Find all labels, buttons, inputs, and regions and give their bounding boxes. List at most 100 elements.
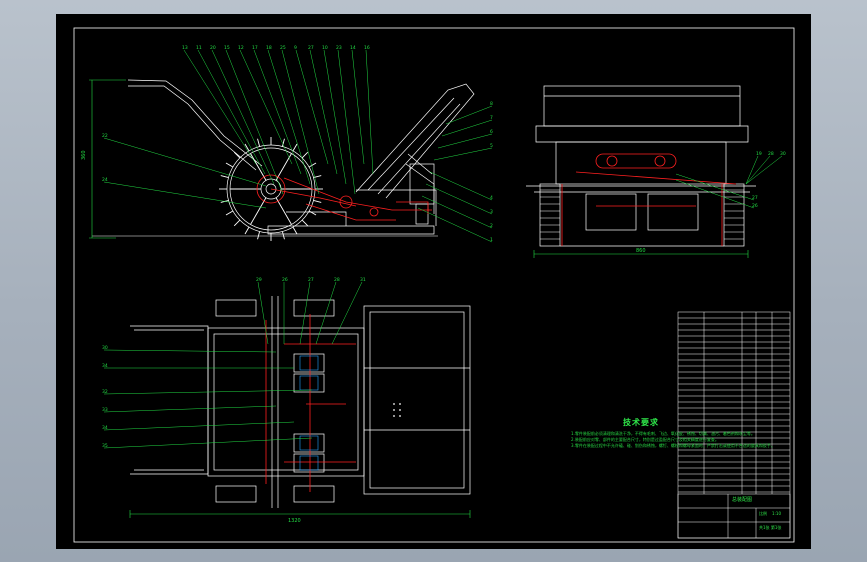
leader-line	[429, 171, 493, 201]
leader-line	[183, 49, 257, 165]
part-balloon: 7	[490, 115, 493, 121]
wheel-spoke	[275, 197, 292, 225]
leader-line	[103, 437, 313, 449]
part-balloon: 15	[224, 45, 230, 51]
part-balloon: 23	[336, 45, 342, 51]
end-view-leaders	[675, 155, 783, 209]
wheel-lug	[225, 162, 234, 168]
part-balloon: 10	[322, 45, 328, 51]
side-view-red	[256, 174, 432, 221]
leader-line	[745, 155, 759, 185]
drawing-border	[73, 27, 795, 543]
wheel-spoke	[250, 197, 267, 225]
plan-center-lines	[299, 355, 319, 471]
part-balloon: 33	[102, 407, 108, 413]
plan-view-leaders	[103, 281, 363, 449]
leader-line	[103, 405, 277, 413]
plan-view	[130, 296, 471, 508]
wheel-lug	[292, 143, 298, 152]
plan-length-dim-text: 1320	[288, 518, 301, 524]
bolt-hole	[393, 403, 395, 405]
part-balloon: 5	[490, 143, 493, 149]
end-width-dim-text: 860	[636, 248, 646, 254]
part-balloon: 18	[266, 45, 272, 51]
part-balloon: 13	[182, 45, 188, 51]
part-balloon: 25	[280, 45, 286, 51]
part-balloon: 6	[490, 129, 493, 135]
leader-line	[337, 49, 356, 195]
part-balloon: 31	[360, 277, 366, 283]
part-balloon: 35	[102, 443, 108, 449]
wheel-lug	[313, 199, 322, 203]
part-balloon: 29	[256, 277, 262, 283]
part-balloon: 4	[490, 195, 493, 201]
bolt-hole	[399, 403, 401, 405]
part-balloon: 1	[490, 237, 493, 243]
wheel-spoke	[250, 153, 267, 181]
end-width-dimension	[533, 250, 749, 258]
left-wheel-end	[539, 183, 561, 247]
plan-wheel-bottom	[215, 485, 257, 503]
leader-line	[441, 119, 493, 137]
bolt-hole	[393, 415, 395, 417]
leader-line	[103, 137, 267, 187]
leader-line	[295, 49, 329, 165]
tech-requirement-line: 2.装配前应对零、部件的主要配合尺寸，特别是过盈配合尺寸及相关精度进行复查。	[571, 437, 719, 442]
leader-line	[239, 49, 293, 165]
part-balloon: 28	[334, 277, 340, 283]
part-balloon: 22	[102, 133, 108, 139]
part-balloon: 19	[756, 151, 762, 157]
leader-line	[745, 155, 783, 185]
plan-seed-box	[363, 305, 471, 495]
wheel-lug	[257, 138, 261, 147]
side-height-dim-text: 360	[81, 150, 87, 160]
wheel-lug	[308, 162, 317, 168]
leader-line	[437, 133, 493, 149]
leader-line	[675, 179, 755, 209]
scale-label: 比例	[759, 511, 767, 516]
wheel-lug	[308, 210, 317, 216]
wheel-spoke	[275, 153, 292, 181]
leader-line	[365, 49, 374, 175]
leader-line	[745, 155, 771, 185]
leader-line	[425, 183, 493, 215]
handle-bar	[127, 79, 263, 167]
part-balloon: 9	[294, 45, 297, 51]
leader-line	[103, 181, 267, 209]
wheel-lug	[233, 219, 241, 227]
leader-line	[309, 49, 338, 175]
part-balloon: 24	[102, 177, 108, 183]
part-balloon: 34	[102, 425, 108, 431]
sheet-count: 共1张 第1张	[759, 525, 782, 530]
leader-line	[675, 173, 755, 201]
bolt-hole	[393, 409, 395, 411]
scale-value: 1:10	[772, 511, 781, 516]
bolt-hole	[399, 409, 401, 411]
leader-line	[253, 49, 302, 175]
wheel-lug	[301, 219, 309, 227]
leader-line	[257, 281, 269, 345]
inclined-hopper	[355, 83, 475, 199]
end-view-hopper	[543, 85, 741, 127]
leader-line	[331, 281, 363, 345]
part-balloon: 20	[210, 45, 216, 51]
leader-line	[323, 49, 347, 185]
part-balloon: 27	[308, 45, 314, 51]
part-balloon: 11	[196, 45, 202, 51]
part-balloon: 26	[752, 203, 758, 209]
part-balloon: 17	[252, 45, 258, 51]
side-view	[92, 79, 475, 241]
leader-line	[421, 195, 493, 229]
part-balloon: 16	[364, 45, 370, 51]
leader-line	[103, 389, 313, 395]
wheel-lug	[281, 231, 285, 240]
wheel-lug	[281, 138, 285, 147]
part-balloon: 12	[238, 45, 244, 51]
wheel-lug	[244, 143, 250, 152]
leader-line	[281, 49, 320, 195]
title-block	[677, 493, 791, 539]
leader-line	[351, 49, 365, 165]
leader-line	[197, 49, 266, 175]
